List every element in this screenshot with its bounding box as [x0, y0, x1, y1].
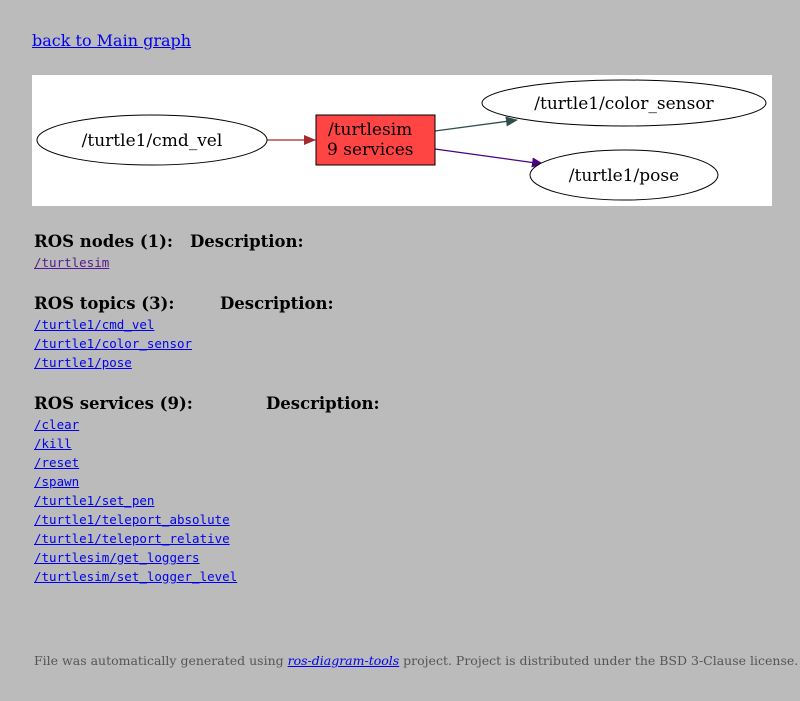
- ros-nodes-header: ROS nodes (1): Description:: [34, 231, 304, 253]
- graph-node-cmd-vel-label: /turtle1/cmd_vel: [82, 131, 223, 151]
- ros-services-title: ROS services (9):: [34, 394, 193, 413]
- back-to-main-graph-link[interactable]: back to Main graph: [32, 31, 192, 50]
- edge-turtlesim-to-color-sensor: [434, 116, 518, 132]
- topic-link[interactable]: /turtle1/color_sensor: [34, 336, 193, 351]
- ros-topics-description-label: Description:: [220, 294, 334, 313]
- footer: File was automatically generated using r…: [34, 653, 798, 668]
- ros-services-description-label: Description:: [266, 394, 380, 413]
- service-link[interactable]: /reset: [34, 455, 80, 470]
- ros-services-header: ROS services (9): Description:: [34, 393, 380, 415]
- topic-link[interactable]: /turtle1/pose: [34, 355, 132, 370]
- topic-link[interactable]: /turtle1/cmd_vel: [34, 317, 155, 332]
- service-link[interactable]: /kill: [34, 436, 72, 451]
- ros-topics-section: ROS topics (3): Description: /turtle1/cmd…: [34, 293, 334, 372]
- service-link[interactable]: /turtlesim/set_logger_level: [34, 569, 238, 584]
- graph-node-pose[interactable]: /turtle1/pose: [529, 149, 719, 201]
- graph-node-color-sensor-label: /turtle1/color_sensor: [534, 94, 714, 114]
- graph-node-color-sensor[interactable]: /turtle1/color_sensor: [481, 79, 767, 127]
- footer-suffix: project. Project is distributed under th…: [399, 653, 799, 668]
- edge-turtlesim-to-pose: [434, 148, 544, 168]
- graph-node-cmd-vel[interactable]: /turtle1/cmd_vel: [36, 114, 268, 166]
- graph-node-pose-label: /turtle1/pose: [569, 166, 679, 186]
- service-link[interactable]: /spawn: [34, 474, 80, 489]
- node-link-turtlesim[interactable]: /turtlesim: [34, 255, 110, 270]
- service-link[interactable]: /turtle1/teleport_absolute: [34, 512, 230, 527]
- ros-nodes-title: ROS nodes (1):: [34, 232, 174, 251]
- node-graph: /turtle1/cmd_vel /turtlesim 9 services /…: [32, 75, 772, 206]
- service-link[interactable]: /clear: [34, 417, 80, 432]
- ros-diagram-tools-link[interactable]: ros-diagram-tools: [287, 653, 400, 668]
- ros-nodes-section: ROS nodes (1): Description: /turtlesim: [34, 231, 304, 272]
- service-link[interactable]: /turtle1/teleport_relative: [34, 531, 230, 546]
- service-link[interactable]: /turtlesim/get_loggers: [34, 550, 200, 565]
- ros-nodes-description-label: Description:: [190, 232, 304, 251]
- ros-services-section: ROS services (9): Description: /clear /ki…: [34, 393, 380, 586]
- ros-topics-title: ROS topics (3):: [34, 294, 175, 313]
- ros-topics-header: ROS topics (3): Description:: [34, 293, 334, 315]
- service-link[interactable]: /turtle1/set_pen: [34, 493, 155, 508]
- footer-prefix: File was automatically generated using: [34, 653, 288, 668]
- graph-node-turtlesim-name: /turtlesim: [328, 120, 412, 140]
- graph-node-turtlesim[interactable]: /turtlesim 9 services: [315, 114, 436, 166]
- graph-node-turtlesim-services: 9 services: [327, 140, 413, 160]
